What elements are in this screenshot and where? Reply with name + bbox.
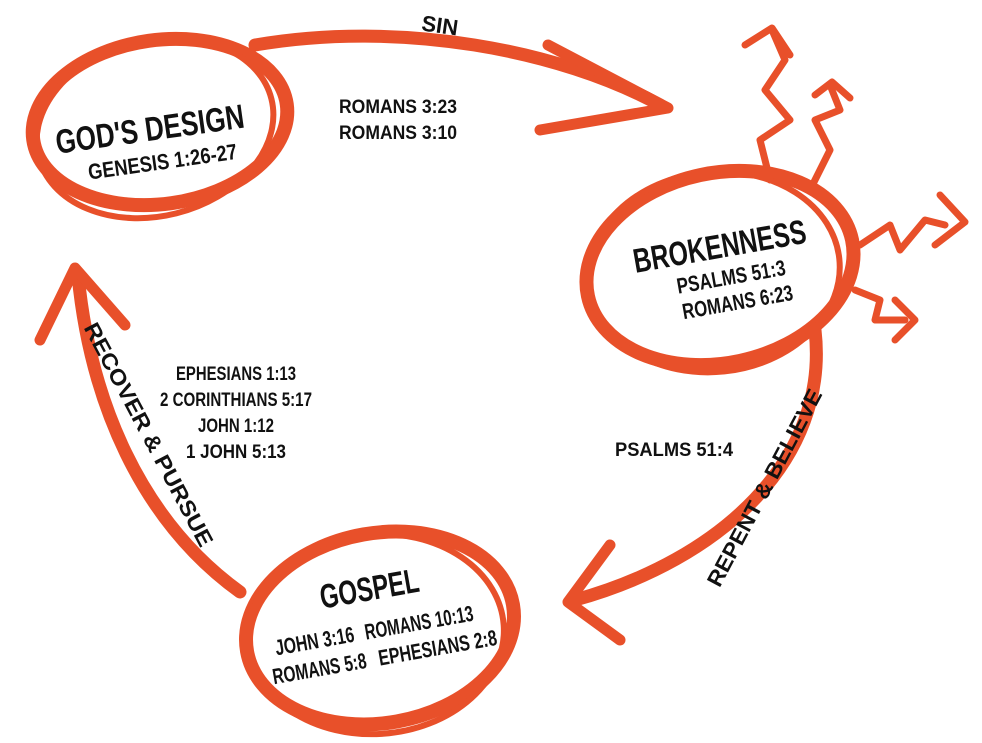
repent-arrow xyxy=(562,323,823,646)
gospel-title: GOSPEL xyxy=(317,562,422,617)
zigzag-arrows xyxy=(741,24,969,344)
gospel-ellipse xyxy=(239,524,521,738)
recover-ref-2: 2 CORINTHIANS 5:17 xyxy=(160,390,312,411)
repent-label: REPENT & BELIEVE xyxy=(702,385,827,591)
recover-ref-4: 1 JOHN 5:13 xyxy=(186,442,286,463)
sin-ref-2: ROMANS 3:10 xyxy=(339,123,457,144)
brokenness-ellipse xyxy=(579,163,861,376)
sin-ref-1: ROMANS 3:23 xyxy=(339,97,457,118)
sin-label: SIN xyxy=(420,11,460,41)
repent-ref-1: PSALMS 51:4 xyxy=(615,440,733,461)
recover-ref-1: EPHESIANS 1:13 xyxy=(176,364,296,385)
gods-design-ellipse xyxy=(25,31,295,222)
recover-arrow xyxy=(34,262,247,599)
sin-arrow xyxy=(248,29,674,136)
recover-ref-3: JOHN 1:12 xyxy=(198,416,274,437)
